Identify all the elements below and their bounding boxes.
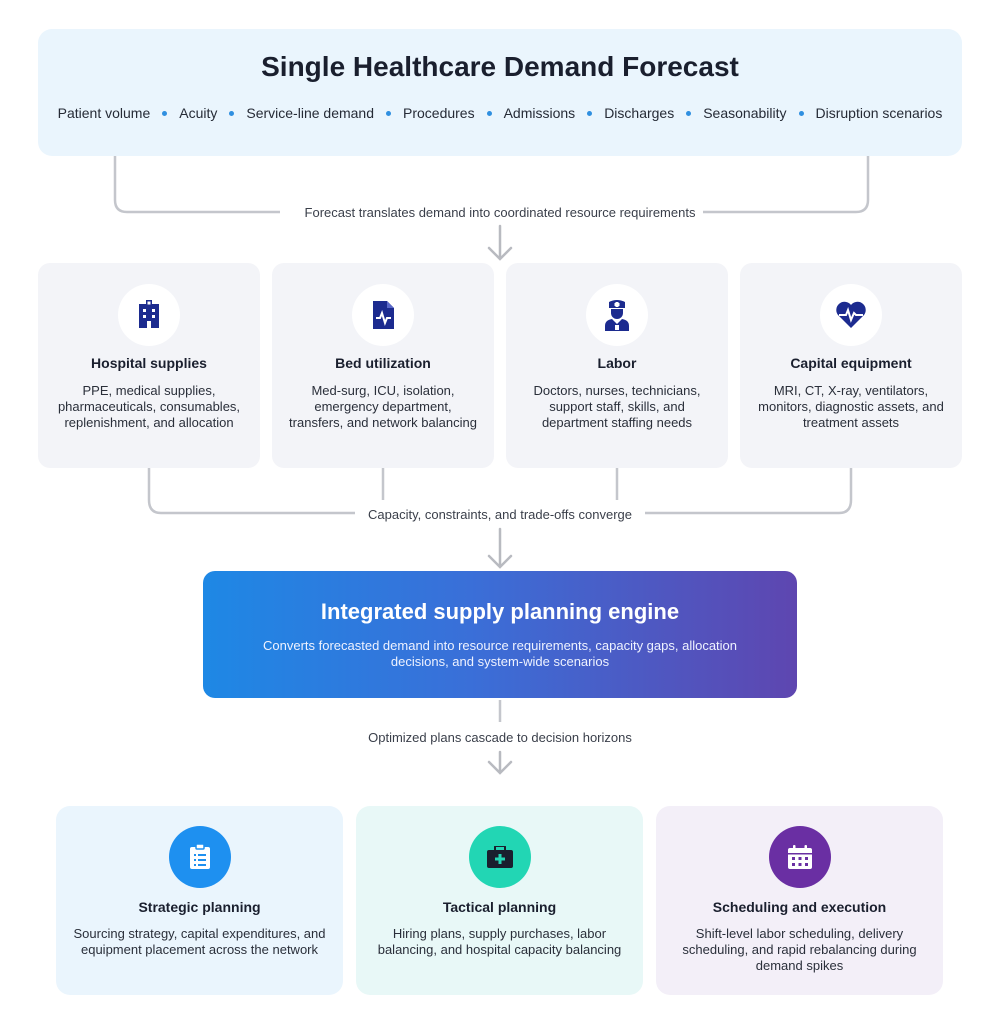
- resource-card-hospital-supplies: Hospital supplies PPE, medical supplies,…: [38, 263, 260, 468]
- forecast-card: Single Healthcare Demand Forecast Patien…: [38, 29, 962, 156]
- down-arrow-icon: [487, 750, 513, 775]
- connector-label: Forecast translates demand into coordina…: [296, 205, 704, 220]
- resource-card-bed-utilization: Bed utilization Med-surg, ICU, isolation…: [272, 263, 494, 468]
- bullet-dot-icon: [386, 110, 391, 116]
- resource-description: PPE, medical supplies, pharmaceuticals, …: [57, 383, 241, 430]
- factor-item: Procedures: [403, 105, 475, 121]
- factor-item: Admissions: [503, 105, 576, 121]
- clipboard-icon: [168, 826, 231, 888]
- forecast-factor-list: Patient volume Acuity Service-line deman…: [38, 105, 962, 121]
- engine-title: Integrated supply planning engine: [320, 599, 680, 624]
- horizon-description: Shift-level labor scheduling, delivery s…: [682, 926, 917, 973]
- resource-description: Doctors, nurses, technicians, support st…: [533, 383, 701, 430]
- horizon-description: Sourcing strategy, capital expenditures,…: [73, 926, 326, 957]
- horizon-card-tactical: Tactical planning Hiring plans, supply p…: [356, 806, 643, 995]
- horizon-description: Hiring plans, supply purchases, labor ba…: [377, 926, 622, 957]
- factor-item: Disruption scenarios: [815, 105, 943, 121]
- factor-item: Discharges: [604, 105, 675, 121]
- nurse-icon: [586, 284, 648, 346]
- down-arrow-icon: [487, 527, 513, 569]
- factor-item: Service-line demand: [246, 105, 374, 121]
- resource-title: Hospital supplies: [91, 355, 207, 371]
- horizon-title: Tactical planning: [442, 899, 557, 915]
- resource-title: Bed utilization: [335, 355, 431, 371]
- bullet-dot-icon: [229, 110, 235, 116]
- heart-pulse-icon: [820, 284, 882, 346]
- horizon-title: Scheduling and execution: [712, 899, 887, 915]
- factor-item: Acuity: [179, 105, 218, 121]
- resource-title: Labor: [597, 355, 637, 371]
- resource-description: MRI, CT, X-ray, ventilators, monitors, d…: [758, 383, 944, 430]
- bullet-dot-icon: [587, 110, 593, 116]
- down-arrow-icon: [487, 224, 513, 261]
- hospital-icon: [118, 284, 180, 346]
- medical-file-icon: [352, 284, 414, 346]
- horizon-card-strategic: Strategic planning Sourcing strategy, ca…: [56, 806, 343, 995]
- horizon-card-scheduling: Scheduling and execution Shift-level lab…: [656, 806, 943, 995]
- factor-item: Patient volume: [57, 105, 151, 121]
- bullet-dot-icon: [486, 110, 492, 116]
- connector-label: Capacity, constraints, and trade-offs co…: [360, 507, 640, 522]
- resource-card-capital-equipment: Capital equipment MRI, CT, X-ray, ventil…: [740, 263, 962, 468]
- planning-engine-card: Integrated supply planning engine Conver…: [203, 571, 797, 698]
- engine-description: Converts forecasted demand into resource…: [262, 638, 738, 669]
- medical-kit-icon: [468, 826, 531, 888]
- resource-description: Med-surg, ICU, isolation, emergency depa…: [289, 383, 477, 430]
- resource-title: Capital equipment: [790, 355, 912, 371]
- connector-label: Optimized plans cascade to decision hori…: [360, 730, 640, 745]
- calendar-icon: [768, 826, 831, 888]
- forecast-title: Single Healthcare Demand Forecast: [261, 51, 739, 82]
- bullet-dot-icon: [686, 110, 692, 116]
- resource-card-labor: Labor Doctors, nurses, technicians, supp…: [506, 263, 728, 468]
- bullet-dot-icon: [162, 110, 168, 116]
- factor-item: Seasonability: [703, 105, 787, 121]
- bullet-dot-icon: [798, 110, 804, 116]
- horizon-title: Strategic planning: [138, 899, 261, 915]
